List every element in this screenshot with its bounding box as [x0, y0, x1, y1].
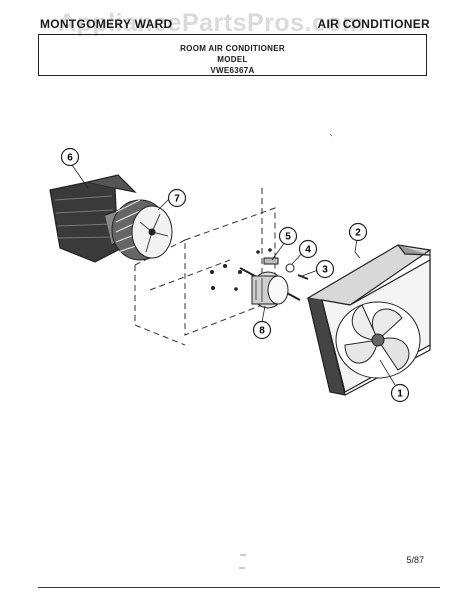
- callout-label-6: 6: [67, 153, 73, 164]
- fan-blade: [335, 301, 421, 379]
- title-line-2: MODEL: [217, 55, 248, 64]
- blower-wheel: [111, 199, 173, 261]
- callout-label-8: 8: [259, 326, 265, 337]
- callout-3: 3: [315, 259, 335, 279]
- motor: [239, 267, 301, 309]
- motor-hardware: [263, 257, 309, 280]
- callout-7: 7: [167, 188, 187, 208]
- callout-8: 8: [252, 320, 272, 340]
- watermark: AppliancePartsPros.com: [58, 9, 365, 37]
- cabinet-fasteners: [210, 248, 272, 291]
- callout-5: 5: [278, 226, 298, 246]
- callout-label-2: 2: [355, 228, 361, 239]
- callout-6: 6: [60, 147, 80, 167]
- callout-label-4: 4: [305, 245, 311, 256]
- blower-housing: [49, 174, 137, 263]
- title-box: ROOM AIR CONDITIONER MODEL VWE6367A: [38, 34, 427, 76]
- callout-2: 2: [348, 222, 368, 242]
- title-line-1: ROOM AIR CONDITIONER: [180, 44, 285, 53]
- callout-label-3: 3: [322, 265, 328, 276]
- callout-label-7: 7: [174, 194, 180, 205]
- category-label: AIR CONDITIONER: [317, 17, 430, 31]
- callout-4: 4: [298, 239, 318, 259]
- revision-date: 5/87: [406, 555, 424, 565]
- title-line-3: VWE6367A: [210, 66, 255, 75]
- bottom-rule: [38, 587, 440, 588]
- callout-label-1: 1: [397, 389, 403, 400]
- callout-1: 1: [390, 383, 410, 403]
- scan-marks: [239, 133, 333, 569]
- brand-label: MONTGOMERY WARD: [40, 17, 173, 31]
- callout-label-5: 5: [285, 232, 291, 243]
